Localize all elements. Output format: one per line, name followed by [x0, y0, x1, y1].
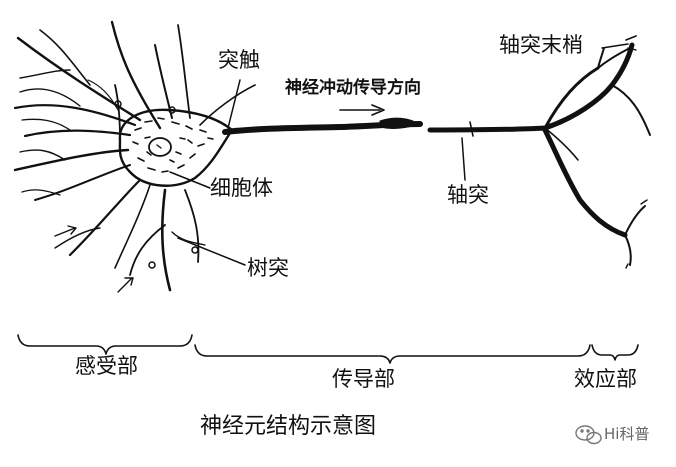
bracket-effector — [592, 345, 638, 360]
label-effector-part: 效应部 — [574, 369, 637, 390]
label-synapse: 突触 — [218, 50, 260, 71]
label-sensory-part: 感受部 — [75, 356, 138, 377]
axon — [225, 118, 545, 136]
bracket-conduction — [195, 345, 590, 363]
label-dendrite: 树突 — [247, 258, 289, 279]
diagram-caption: 神经元结构示意图 — [200, 416, 376, 438]
wechat-watermark-icon — [576, 426, 601, 444]
label-axon-terminal: 轴突末梢 — [499, 35, 583, 56]
label-cell-body: 细胞体 — [210, 178, 273, 199]
bracket-sensory — [18, 335, 192, 354]
nissl-bodies — [133, 118, 213, 172]
axon-terminals — [545, 36, 650, 268]
label-direction: 神经冲动传导方向 — [285, 80, 421, 97]
label-conduction-part: 传导部 — [332, 369, 395, 390]
label-axon: 轴突 — [447, 185, 489, 206]
inflow-arrows — [55, 226, 133, 292]
direction-arrow — [340, 105, 384, 115]
watermark-text: Hi科普 — [604, 427, 649, 442]
